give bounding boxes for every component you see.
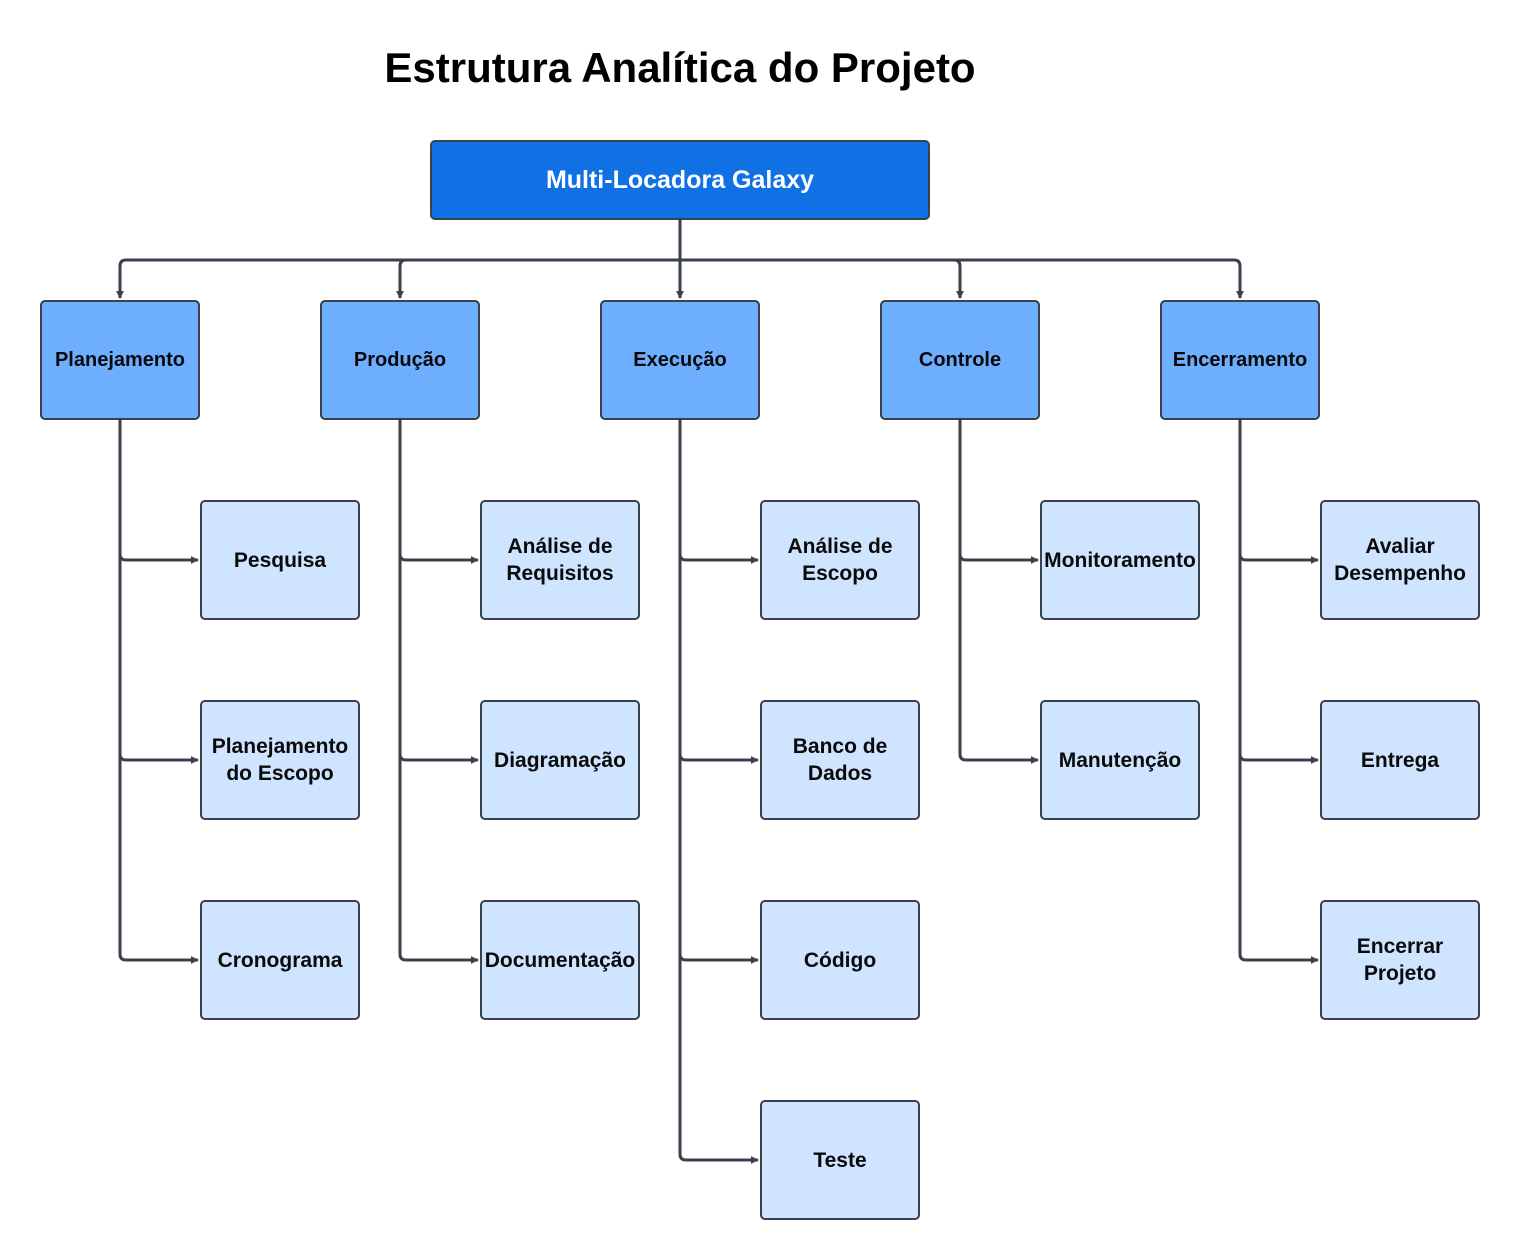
- connector-planejamento-task-1: [118, 420, 199, 564]
- connector-controle: [680, 258, 964, 299]
- phase-encerramento: Encerramento: [1160, 300, 1320, 420]
- connector-producao: [396, 258, 680, 299]
- task-execucao-1: Análise de Escopo: [760, 500, 920, 620]
- task-execucao-4: Teste: [760, 1100, 920, 1220]
- connector-encerramento: [680, 258, 1244, 299]
- task-encerramento-1: Avaliar Desempenho: [1320, 500, 1480, 620]
- connector-planejamento-task-2: [118, 420, 199, 764]
- connector-planejamento-task-3: [118, 420, 199, 964]
- task-execucao-3: Código: [760, 900, 920, 1020]
- connector-encerramento-task-2: [1238, 420, 1319, 764]
- connector-producao-task-2: [398, 420, 479, 764]
- task-producao-3: Documentação: [480, 900, 640, 1020]
- task-controle-1: Monitoramento: [1040, 500, 1200, 620]
- connector-encerramento-task-3: [1238, 420, 1319, 964]
- diagram-title: Estrutura Analítica do Projeto: [384, 44, 976, 91]
- task-controle-2: Manutenção: [1040, 700, 1200, 820]
- phase-execucao: Execução: [600, 300, 760, 420]
- connector-producao-task-3: [398, 420, 479, 964]
- connector-execucao-task-3: [678, 420, 759, 964]
- connector-execucao-task-1: [678, 420, 759, 564]
- task-planejamento-2: Planejamento do Escopo: [200, 700, 360, 820]
- task-execucao-2: Banco de Dados: [760, 700, 920, 820]
- connector-planejamento: [116, 258, 680, 299]
- task-producao-1: Análise de Requisitos: [480, 500, 640, 620]
- phase-planejamento: Planejamento: [40, 300, 200, 420]
- connector-execucao-task-4: [678, 420, 759, 1164]
- phase-controle: Controle: [880, 300, 1040, 420]
- task-planejamento-3: Cronograma: [200, 900, 360, 1020]
- connector-execucao-task-2: [678, 420, 759, 764]
- phase-producao: Produção: [320, 300, 480, 420]
- task-planejamento-1: Pesquisa: [200, 500, 360, 620]
- root-node: Multi-Locadora Galaxy: [430, 140, 930, 220]
- task-encerramento-2: Entrega: [1320, 700, 1480, 820]
- connector-controle-task-1: [958, 420, 1039, 564]
- connector-producao-task-1: [398, 420, 479, 564]
- connector-controle-task-2: [958, 420, 1039, 764]
- task-producao-2: Diagramação: [480, 700, 640, 820]
- task-encerramento-3: Encerrar Projeto: [1320, 900, 1480, 1020]
- connector-encerramento-task-1: [1238, 420, 1319, 564]
